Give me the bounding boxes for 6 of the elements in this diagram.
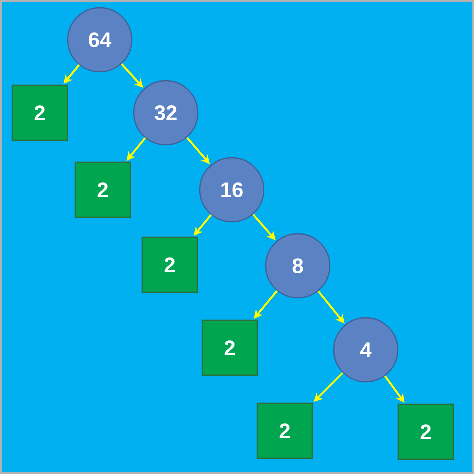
number-square: 2 bbox=[202, 320, 258, 376]
number-square: 2 bbox=[256, 402, 314, 460]
number-square: 2 bbox=[398, 404, 454, 460]
number-square: 2 bbox=[12, 84, 68, 142]
number-square: 2 bbox=[142, 236, 198, 294]
number-square: 2 bbox=[74, 162, 132, 218]
